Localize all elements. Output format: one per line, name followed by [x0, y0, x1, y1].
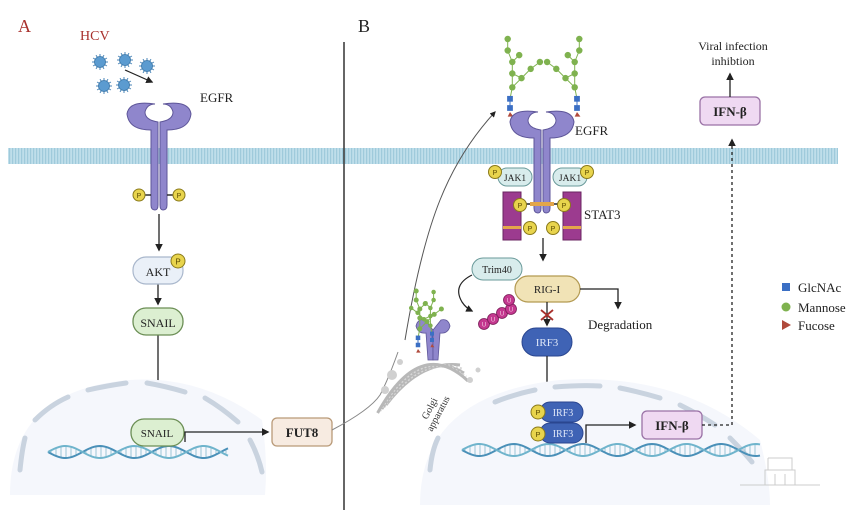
- svg-text:P: P: [551, 226, 556, 233]
- virus-particle-icon: [139, 58, 155, 74]
- ubiquitin-icon: U: [487, 313, 499, 325]
- svg-text:P: P: [585, 170, 590, 177]
- legend-glcnac-label: GlcNAc: [798, 280, 842, 295]
- degradation-label: Degradation: [588, 317, 653, 332]
- svg-text:JAK1: JAK1: [559, 174, 581, 184]
- outcome-line2: inhibtion: [711, 54, 754, 68]
- egfr-label-b: EGFR: [575, 123, 609, 138]
- akt-node: AKT P: [132, 253, 186, 285]
- rigi-degradation-arrow: [580, 288, 622, 310]
- svg-text:IRF3: IRF3: [553, 408, 574, 419]
- ubiquitin-icon: U: [478, 318, 490, 330]
- legend-fucose-icon: [782, 320, 791, 330]
- trim40-ubiquitination-arrow: [458, 274, 474, 312]
- panel-b-label: B: [358, 16, 370, 36]
- legend-mannose-icon: [781, 302, 791, 312]
- rigi-node: RIG-I: [514, 275, 581, 303]
- legend-glcnac-icon: [782, 283, 790, 291]
- svg-text:IFN-β: IFN-β: [713, 104, 747, 119]
- irf3-to-ifn-arrow: [585, 421, 637, 443]
- hcv-label: HCV: [80, 29, 110, 44]
- legend-mannose-label: Mannose: [798, 300, 846, 315]
- virus-particle-icon: [116, 77, 132, 93]
- irf3-node: IRF3: [521, 327, 573, 357]
- snail-to-fut8-arrow: [184, 428, 270, 442]
- ifn-beta-secreted-node: IFN-β: [699, 96, 761, 126]
- svg-text:U: U: [491, 318, 495, 324]
- legend-fucose-label: Fucose: [798, 318, 835, 333]
- svg-text:U: U: [500, 312, 504, 318]
- svg-text:U: U: [482, 323, 486, 329]
- virus-particle-icon: [96, 78, 112, 94]
- svg-text:P: P: [177, 193, 182, 200]
- svg-text:SNAIL: SNAIL: [141, 428, 174, 440]
- svg-text:U: U: [509, 308, 513, 314]
- fut8-node: FUT8: [271, 417, 333, 447]
- svg-text:P: P: [493, 170, 498, 177]
- hcv-virus-particles: [92, 52, 155, 94]
- svg-text:P: P: [518, 203, 523, 210]
- virus-particle-icon: [117, 52, 133, 68]
- ifn-secretion-dotted-arrow: [702, 138, 736, 426]
- svg-text:AKT: AKT: [146, 265, 171, 279]
- virus-entry-arrow: [124, 69, 154, 83]
- svg-text:IRF3: IRF3: [553, 429, 574, 440]
- phospho-icon: P: [132, 188, 146, 202]
- svg-text:P: P: [528, 226, 533, 233]
- svg-text:RIG-I: RIG-I: [534, 284, 561, 296]
- panel-a-label: A: [18, 16, 31, 36]
- dna-helix-b: [461, 442, 761, 458]
- svg-text:FUT8: FUT8: [286, 425, 319, 440]
- svg-text:Trim40: Trim40: [482, 265, 512, 276]
- glycan-tree: [504, 35, 544, 117]
- ifn-beta-nuclear-node: IFN-β: [641, 410, 703, 440]
- svg-text:JAK1: JAK1: [504, 174, 526, 184]
- svg-text:P: P: [137, 193, 142, 200]
- svg-text:P: P: [562, 203, 567, 210]
- svg-text:SNAIL: SNAIL: [140, 316, 175, 330]
- svg-text:P: P: [535, 408, 540, 417]
- egfr-receptor-b: [509, 110, 575, 214]
- block-x-icon: [540, 309, 554, 321]
- irf3-dimer: IRF3 IRF3 P P: [530, 401, 584, 444]
- jak1-left: JAK1 P: [488, 165, 533, 187]
- stat3-complex: P P P P: [502, 191, 582, 241]
- glycan-chains: [408, 35, 583, 353]
- cell-membrane: [8, 148, 838, 164]
- golgi-to-egfr-arrow: [404, 111, 496, 341]
- svg-text:P: P: [535, 430, 540, 439]
- snail-cytoplasmic-node: SNAIL: [132, 307, 184, 336]
- svg-text:P: P: [175, 258, 180, 267]
- outcome-line1: Viral infection: [698, 39, 768, 53]
- jak1-right: JAK1 P: [552, 165, 594, 187]
- nucleus-b: [420, 379, 770, 505]
- virus-particle-icon: [92, 54, 108, 70]
- nuclear-envelope-a: [17, 380, 265, 475]
- dna-helix-a: [47, 444, 229, 460]
- nuclear-envelope-b: [427, 383, 755, 473]
- svg-text:IFN-β: IFN-β: [655, 418, 689, 433]
- ubiquitin-icon: U: [503, 294, 515, 306]
- legend: GlcNAc Mannose Fucose: [781, 280, 846, 333]
- watermark-building-icon: [740, 457, 820, 486]
- glycan-tree: [543, 35, 583, 117]
- phospho-icon: P: [172, 188, 186, 202]
- stat3-label: STAT3: [584, 207, 621, 222]
- glycan-tree: [408, 289, 436, 348]
- svg-text:IRF3: IRF3: [536, 337, 559, 349]
- svg-text:U: U: [507, 299, 511, 305]
- egfr-label-a: EGFR: [200, 90, 234, 105]
- golgi-apparatus: [376, 319, 481, 414]
- trim40-node: Trim40: [471, 257, 523, 281]
- snail-nuclear-node: SNAIL: [130, 418, 185, 447]
- fut8-to-golgi-arrow: [331, 351, 399, 431]
